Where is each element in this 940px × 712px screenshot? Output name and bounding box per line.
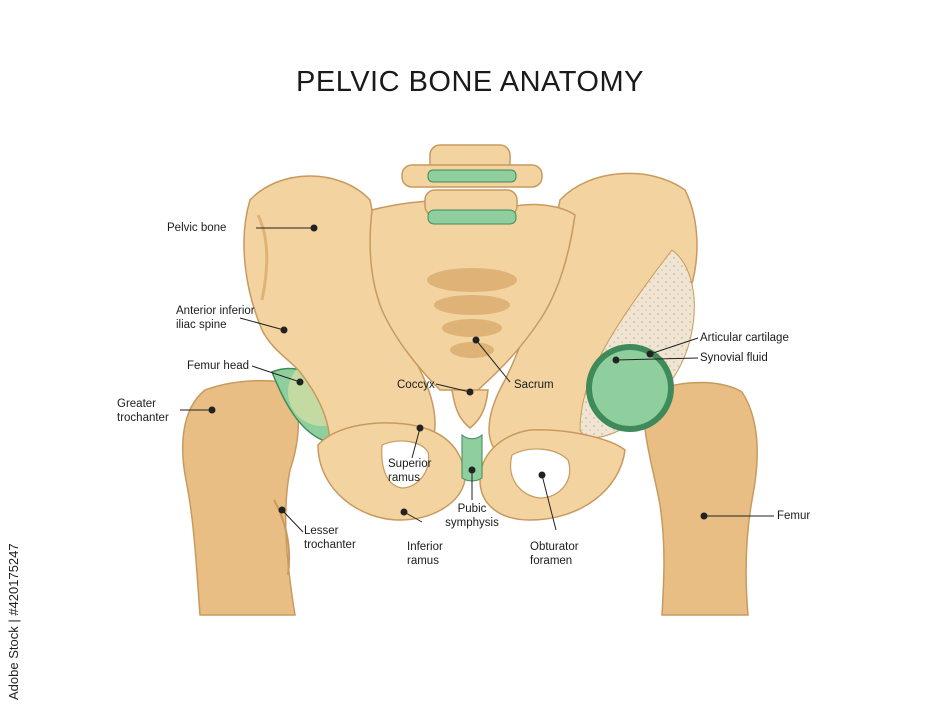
label-lesser-trochanter: Lesser trochanter bbox=[304, 525, 356, 551]
label-synovial-fluid: Synovial fluid bbox=[700, 352, 768, 364]
label-femur: Femur bbox=[777, 510, 811, 522]
label-sacrum: Sacrum bbox=[514, 379, 554, 391]
label-femur-head: Femur head bbox=[187, 360, 250, 372]
right-femur bbox=[643, 381, 758, 616]
label-pelvic-bone: Pelvic bone bbox=[167, 222, 227, 234]
sacrum bbox=[369, 199, 576, 429]
label-articular-cartilage: Articular cartilage bbox=[700, 332, 789, 344]
label-inferior-ramus: Inferior ramus bbox=[407, 541, 443, 567]
label-pubic-symphysis: Pubic symphysis bbox=[445, 503, 499, 529]
label-greater-trochanter: Greater trochanter bbox=[117, 398, 169, 424]
label-obturator-foramen: Obturator foramen bbox=[530, 541, 579, 567]
pubic-region bbox=[317, 422, 626, 521]
lumbar-vertebrae bbox=[401, 144, 543, 225]
page-title: PELVIC BONE ANATOMY bbox=[296, 66, 644, 98]
label-coccyx: Coccyx bbox=[397, 379, 435, 391]
right-hip-joint bbox=[586, 344, 674, 432]
left-femur bbox=[181, 379, 299, 616]
label-anterior-inferior-iliac-spine: Anterior inferior iliac spine bbox=[176, 305, 255, 331]
stock-watermark: Adobe Stock | #420175247 bbox=[6, 543, 21, 700]
leader-lines bbox=[180, 224, 774, 533]
label-superior-ramus: Superior ramus bbox=[388, 458, 432, 484]
